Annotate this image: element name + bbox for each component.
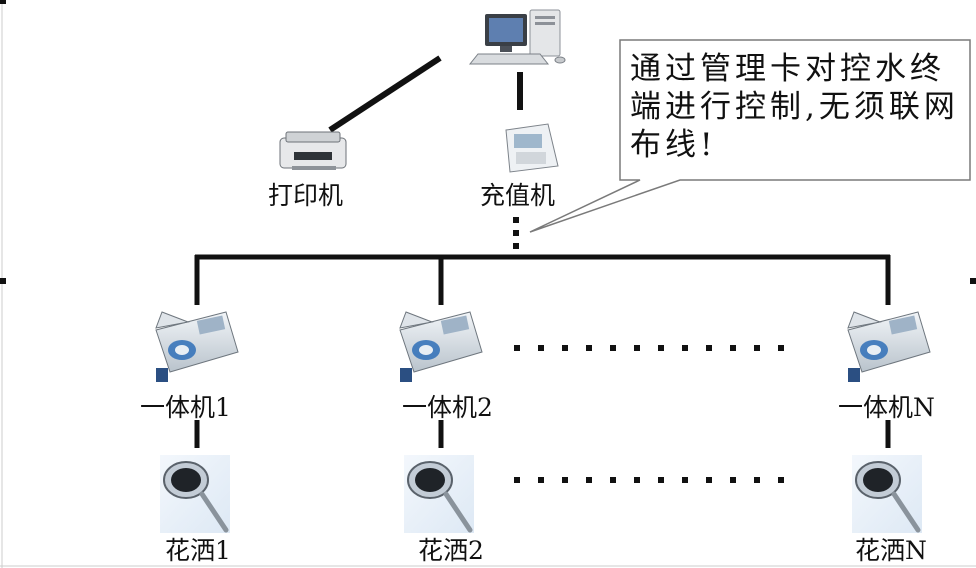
ellipsis-dot [562,477,568,483]
water-meter-icon-2 [399,311,483,382]
ellipsis-dot [538,477,544,483]
water-meter-icon-n [847,311,931,382]
shower-n-label: 花洒N [855,536,927,565]
callout-text: 通过管理卡对控水终端进行控制,无须联网布线! [630,51,959,163]
ellipsis-dot [634,345,640,351]
shower-head-icon-n [852,455,922,533]
selection-handle-top-left [0,0,6,4]
water-meter-icon-1 [155,311,239,382]
recharger-dotted-link [513,217,519,249]
ellipsis-dot [754,477,760,483]
callout-bubble [529,39,971,233]
ellipsis-dots-showers [514,477,784,483]
shower-head-icon-2 [404,455,474,533]
ellipsis-dot [706,477,712,483]
shower-head-icon-1 [160,455,230,533]
printer-connection-line [328,55,442,133]
ellipsis-dot [730,345,736,351]
computer-icon [468,9,566,65]
ellipsis-dot [658,477,664,483]
printer-icon [279,131,347,170]
recharger-label: 充值机 [480,181,556,210]
unit-1-label: 一体机1 [140,393,231,422]
ellipsis-dot [778,477,784,483]
ellipsis-dot [754,345,760,351]
ellipsis-dot [562,345,568,351]
shower-1-label: 花洒1 [165,536,231,565]
shower-2-label: 花洒2 [418,536,484,565]
ellipsis-dot [610,345,616,351]
ellipsis-dot [634,477,640,483]
selection-handle-right [970,278,976,284]
recharger-icon [505,123,559,173]
ellipsis-dot [586,345,592,351]
ellipsis-dot [514,345,520,351]
ellipsis-dot [586,477,592,483]
ellipsis-dot [682,477,688,483]
selection-handle-left [0,278,6,284]
unit-n-label: 一体机N [838,393,935,422]
unit-2-label: 一体机2 [402,393,493,422]
ellipsis-dot [514,477,520,483]
ellipsis-dot [538,345,544,351]
ellipsis-dot [610,477,616,483]
ellipsis-dot [730,477,736,483]
printer-label: 打印机 [268,181,344,210]
ellipsis-dot [658,345,664,351]
ellipsis-dot [706,345,712,351]
ellipsis-dot [682,345,688,351]
ellipsis-dots-units [514,345,784,351]
ellipsis-dot [778,345,784,351]
